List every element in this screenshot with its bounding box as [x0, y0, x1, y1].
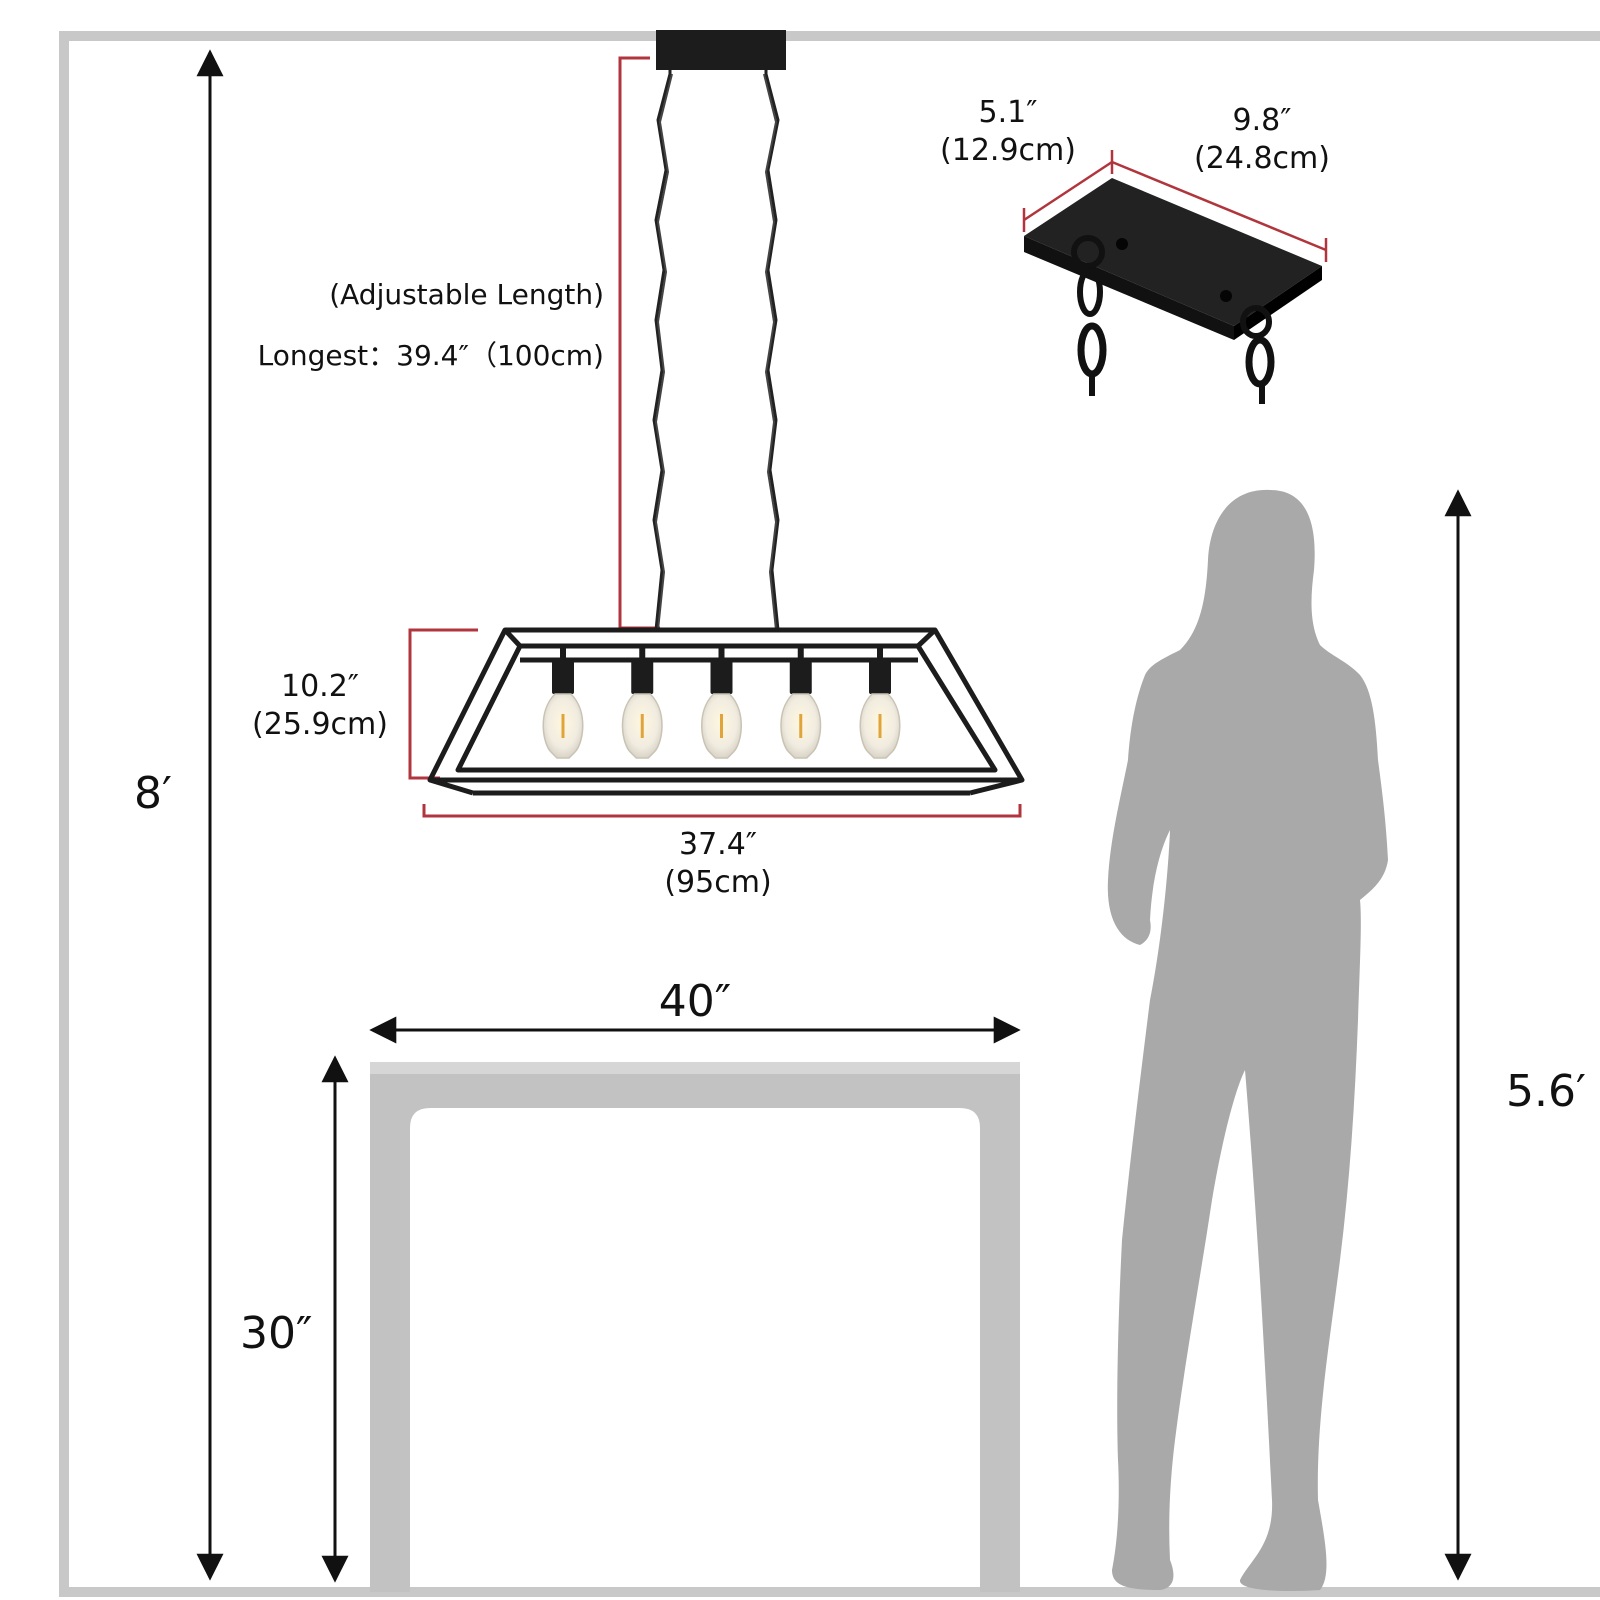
bulb	[859, 648, 901, 759]
bulb	[780, 648, 822, 759]
canopy-dimensions	[1022, 150, 1328, 262]
canopy-length-cm: (24.8cm)	[1194, 141, 1330, 176]
canopy-depth-cm: (12.9cm)	[940, 133, 1076, 168]
chain-length-dimension	[618, 56, 660, 630]
room-wall	[59, 31, 1600, 1597]
canopy-detail	[1024, 178, 1322, 404]
person-silhouette	[1107, 489, 1388, 1591]
person-height-label: 5.6′	[1506, 1066, 1586, 1117]
fixture-width-dimension	[422, 804, 1022, 818]
fixture-height-cm: (25.9cm)	[252, 707, 388, 742]
bulb	[621, 648, 663, 759]
canopy-length-in: 9.8″	[1232, 103, 1292, 138]
canopy-depth-in: 5.1″	[978, 95, 1038, 130]
ceiling-canopy	[656, 30, 786, 70]
bulbs	[542, 648, 901, 759]
bulb	[701, 648, 742, 759]
bulb	[542, 648, 584, 759]
chain-note-line2: Longest：39.4″（100cm)	[257, 339, 604, 372]
fixture-width-cm: (95cm)	[664, 865, 772, 900]
ceiling-height-label: 8′	[134, 768, 172, 819]
fixture-height-dimension	[408, 628, 478, 780]
table-width-label: 40″	[658, 976, 732, 1027]
chain-note-line1: (Adjustable Length)	[329, 278, 604, 311]
table-height-label: 30″	[240, 1308, 313, 1359]
table	[370, 1062, 1020, 1592]
chains	[652, 70, 780, 631]
fixture-height-in: 10.2″	[280, 669, 360, 704]
fixture-width-in: 37.4″	[678, 827, 758, 862]
